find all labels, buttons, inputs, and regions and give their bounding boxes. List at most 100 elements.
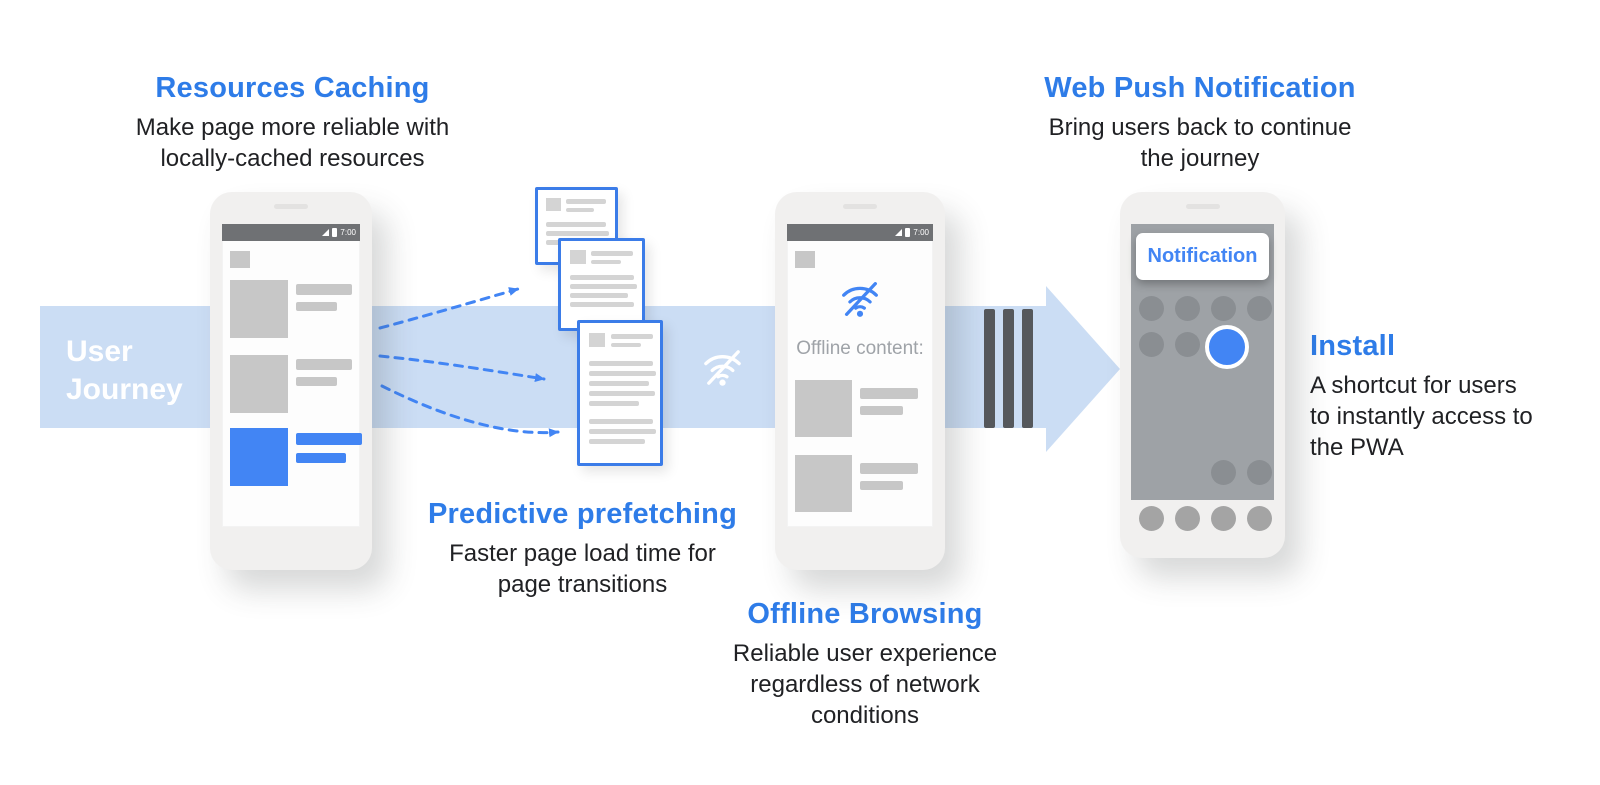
signal-icon <box>895 229 903 236</box>
dock-app-icon <box>1211 506 1236 531</box>
app-icon <box>1139 296 1164 321</box>
web-push-subtitle: Bring users back to continue the journey <box>1048 114 1352 172</box>
app-icon <box>1175 296 1200 321</box>
card-line <box>546 231 609 236</box>
phone3-screen: Notification <box>1131 224 1274 500</box>
phone-offline-browsing: 7:00 Offline content: <box>775 192 945 570</box>
content-thumbnail <box>230 355 288 413</box>
phone-notification-install: Notification <box>1120 192 1285 558</box>
card-line <box>589 391 655 396</box>
offline-browsing-title: Offline Browsing <box>747 598 983 630</box>
notification-label: Notification <box>1147 245 1258 267</box>
offline-browsing-section: Offline Browsing Reliable user experienc… <box>705 598 1025 731</box>
card-line <box>589 429 656 434</box>
card-line <box>591 251 633 256</box>
install-section: Install A shortcut for users to instantl… <box>1310 330 1570 463</box>
offline-content-label: Offline content: <box>796 338 924 359</box>
prefetched-page-card-3 <box>577 320 663 466</box>
card-line <box>589 419 653 424</box>
card-line <box>589 381 649 386</box>
card-line <box>546 222 606 227</box>
web-push-section: Web Push Notification Bring users back t… <box>1015 72 1385 174</box>
user-journey-label-line1: User <box>66 335 133 368</box>
card-thumbnail <box>546 198 561 211</box>
notification-card: Notification <box>1136 233 1269 280</box>
dock-app-icon <box>1139 506 1164 531</box>
cached-skeleton-line <box>296 453 346 463</box>
card-line <box>589 401 639 406</box>
predictive-prefetching-title: Predictive prefetching <box>428 498 737 530</box>
app-icon <box>1247 460 1272 485</box>
skeleton-line <box>296 302 337 311</box>
status-bar: 7:00 <box>787 224 933 241</box>
app-icon <box>1139 332 1164 357</box>
predictive-prefetching-subtitle: Faster page load time for page transitio… <box>449 540 716 598</box>
card-line <box>589 371 656 376</box>
skeleton-line <box>860 463 918 474</box>
menu-icon <box>795 251 815 268</box>
app-icon <box>1247 296 1272 321</box>
cached-skeleton-line <box>296 433 362 445</box>
pause-bar <box>1022 309 1033 428</box>
card-line <box>570 284 637 289</box>
card-thumbnail <box>570 250 586 264</box>
card-line <box>611 343 641 347</box>
skeleton-line <box>296 377 337 386</box>
user-journey-label: User Journey <box>66 333 183 409</box>
resources-caching-section: Resources Caching Make page more reliabl… <box>115 72 470 174</box>
pause-bar <box>984 309 995 428</box>
skeleton-line <box>860 481 903 490</box>
content-thumbnail <box>795 380 852 437</box>
skeleton-line <box>860 406 903 415</box>
resources-caching-title: Resources Caching <box>155 72 430 104</box>
phone-speaker <box>274 204 308 209</box>
menu-icon <box>230 251 250 268</box>
web-push-title: Web Push Notification <box>1044 72 1356 104</box>
card-line <box>591 260 621 264</box>
install-subtitle: A shortcut for users to instantly access… <box>1310 372 1533 461</box>
card-line <box>589 439 645 444</box>
status-time: 7:00 <box>340 227 356 237</box>
battery-icon <box>905 228 911 237</box>
pause-bar <box>1003 309 1014 428</box>
prefetched-page-card-2 <box>558 238 645 331</box>
dock-app-icon <box>1247 506 1272 531</box>
phone1-screen: 7:00 <box>222 224 362 527</box>
app-icon <box>1211 460 1236 485</box>
content-thumbnail <box>230 280 288 338</box>
pwa-app-icon <box>1205 325 1249 369</box>
predictive-prefetching-section: Predictive prefetching Faster page load … <box>405 498 760 600</box>
status-bar: 7:00 <box>222 224 360 241</box>
journey-pause-bars <box>984 309 1033 428</box>
card-thumbnail <box>589 333 605 347</box>
skeleton-line <box>296 359 352 370</box>
card-line <box>570 302 634 307</box>
card-line <box>589 361 653 366</box>
phone2-screen: 7:00 Offline content: <box>787 224 933 527</box>
install-title: Install <box>1310 330 1396 362</box>
status-time: 7:00 <box>913 227 929 237</box>
skeleton-line <box>860 388 918 399</box>
phone-speaker <box>843 204 877 209</box>
card-line <box>570 275 634 280</box>
offline-browsing-subtitle: Reliable user experience regardless of n… <box>732 640 998 729</box>
card-line <box>611 334 653 339</box>
dock-app-icon <box>1175 506 1200 531</box>
phone-resources-caching: 7:00 <box>210 192 372 570</box>
skeleton-line <box>296 284 352 295</box>
phone-speaker <box>1185 204 1220 209</box>
cached-content-thumbnail <box>230 428 288 486</box>
signal-icon <box>322 229 330 236</box>
user-journey-label-line2: Journey <box>66 373 183 406</box>
app-icon <box>1175 332 1200 357</box>
content-thumbnail <box>795 455 852 512</box>
offline-wifi-icon-blue <box>837 276 883 327</box>
user-journey-arrow-head <box>1046 286 1120 452</box>
card-line <box>566 208 594 212</box>
card-line <box>570 293 628 298</box>
battery-icon <box>332 228 338 237</box>
resources-caching-subtitle: Make page more reliable with locally-cac… <box>135 114 450 172</box>
offline-wifi-icon-white <box>699 344 746 396</box>
card-line <box>566 199 606 204</box>
